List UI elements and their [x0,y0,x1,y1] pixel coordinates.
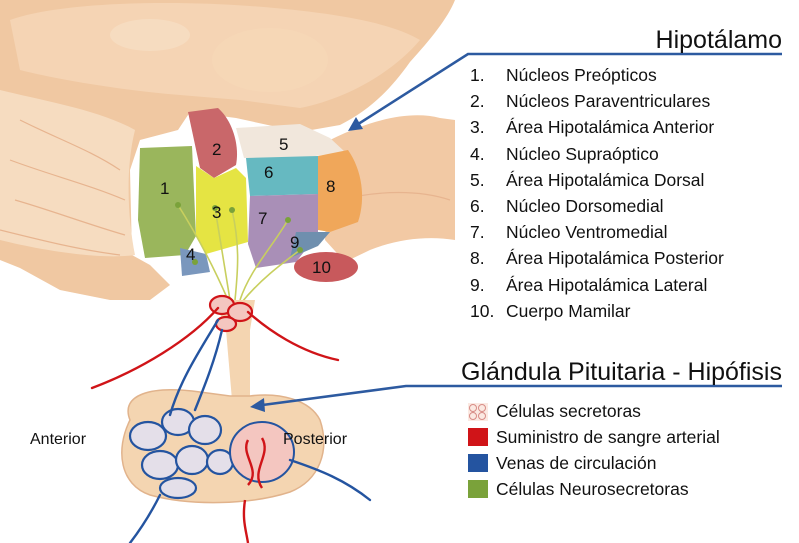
nuclei-list-item: 4.Núcleo Supraóptico [470,141,724,167]
item-name: Área Hipotalámica Lateral [506,275,707,295]
region-label-8: 8 [326,177,335,196]
legend-item: Suministro de sangre arterial [468,424,720,450]
hypothalamus-title: Hipotálamo [556,26,782,54]
superior-hypophyseal-artery [92,308,218,388]
region-label-9: 9 [290,233,299,252]
anterior-lobe-label: Anterior [30,431,87,448]
item-name: Núcleo Supraóptico [506,144,659,164]
region-label-6: 6 [264,163,273,182]
nuclei-list-item: 10.Cuerpo Mamilar [470,298,724,324]
nuclei-list-item: 7.Núcleo Ventromedial [470,219,724,245]
region-label-2: 2 [212,140,221,159]
item-number: 8. [470,245,506,271]
thalamus-shape [212,28,328,92]
legend: Células secretoras Suministro de sangre … [468,398,720,502]
item-number: 9. [470,272,506,298]
nuclei-list-item: 8.Área Hipotalámica Posterior [470,245,724,271]
item-number: 2. [470,88,506,114]
legend-label: Suministro de sangre arterial [496,424,720,450]
item-name: Área Hipotalámica Dorsal [506,170,704,190]
item-number: 10. [470,298,506,324]
item-number: 3. [470,114,506,140]
legend-item: Células Neurosecretoras [468,476,720,502]
legend-item: Venas de circulación [468,450,720,476]
pituitary-title: Glándula Pituitaria - Hipófisis [404,358,782,386]
nuclei-list-item: 1.Núcleos Preópticos [470,62,724,88]
region-label-4: 4 [186,245,195,264]
secretory-cells-swatch [468,402,488,420]
neurosecretory-swatch [468,480,488,498]
posterior-lobe-label: Posterior [283,431,348,448]
item-name: Núcleo Ventromedial [506,222,667,242]
arterial-swatch [468,428,488,446]
item-number: 6. [470,193,506,219]
item-name: Área Hipotalámica Anterior [506,117,714,137]
region-label-7: 7 [258,209,267,228]
item-number: 1. [470,62,506,88]
legend-label: Células secretoras [496,398,641,424]
item-name: Área Hipotalámica Posterior [506,248,724,268]
item-name: Núcleos Paraventriculares [506,91,710,111]
nuclei-list-item: 2.Núcleos Paraventriculares [470,88,724,114]
nuclei-list-item: 6.Núcleo Dorsomedial [470,193,724,219]
nuclei-list-item: 3.Área Hipotalámica Anterior [470,114,724,140]
region-1-preoptic [138,146,196,258]
legend-label: Células Neurosecretoras [496,476,689,502]
nuclei-list-item: 5.Área Hipotalámica Dorsal [470,167,724,193]
region-label-5: 5 [279,135,288,154]
legend-item: Células secretoras [468,398,720,424]
ventricle-shape [110,19,190,51]
item-name: Cuerpo Mamilar [506,301,630,321]
item-name: Núcleos Preópticos [506,65,657,85]
region-6-dorsomedial [246,156,318,196]
item-name: Núcleo Dorsomedial [506,196,664,216]
nuclei-list-item: 9.Área Hipotalámica Lateral [470,272,724,298]
anterior-efferent-vein [130,495,160,543]
venous-swatch [468,454,488,472]
region-3-anterior [196,166,248,254]
region-label-3: 3 [212,203,221,222]
region-label-1: 1 [160,179,169,198]
inferior-hypophyseal-artery [248,312,338,360]
legend-label: Venas de circulación [496,450,657,476]
item-number: 5. [470,167,506,193]
item-number: 4. [470,141,506,167]
nuclei-list: 1.Núcleos Preópticos 2.Núcleos Paraventr… [470,62,724,324]
region-label-10: 10 [312,258,331,277]
region-5-dorsal [236,124,345,158]
item-number: 7. [470,219,506,245]
